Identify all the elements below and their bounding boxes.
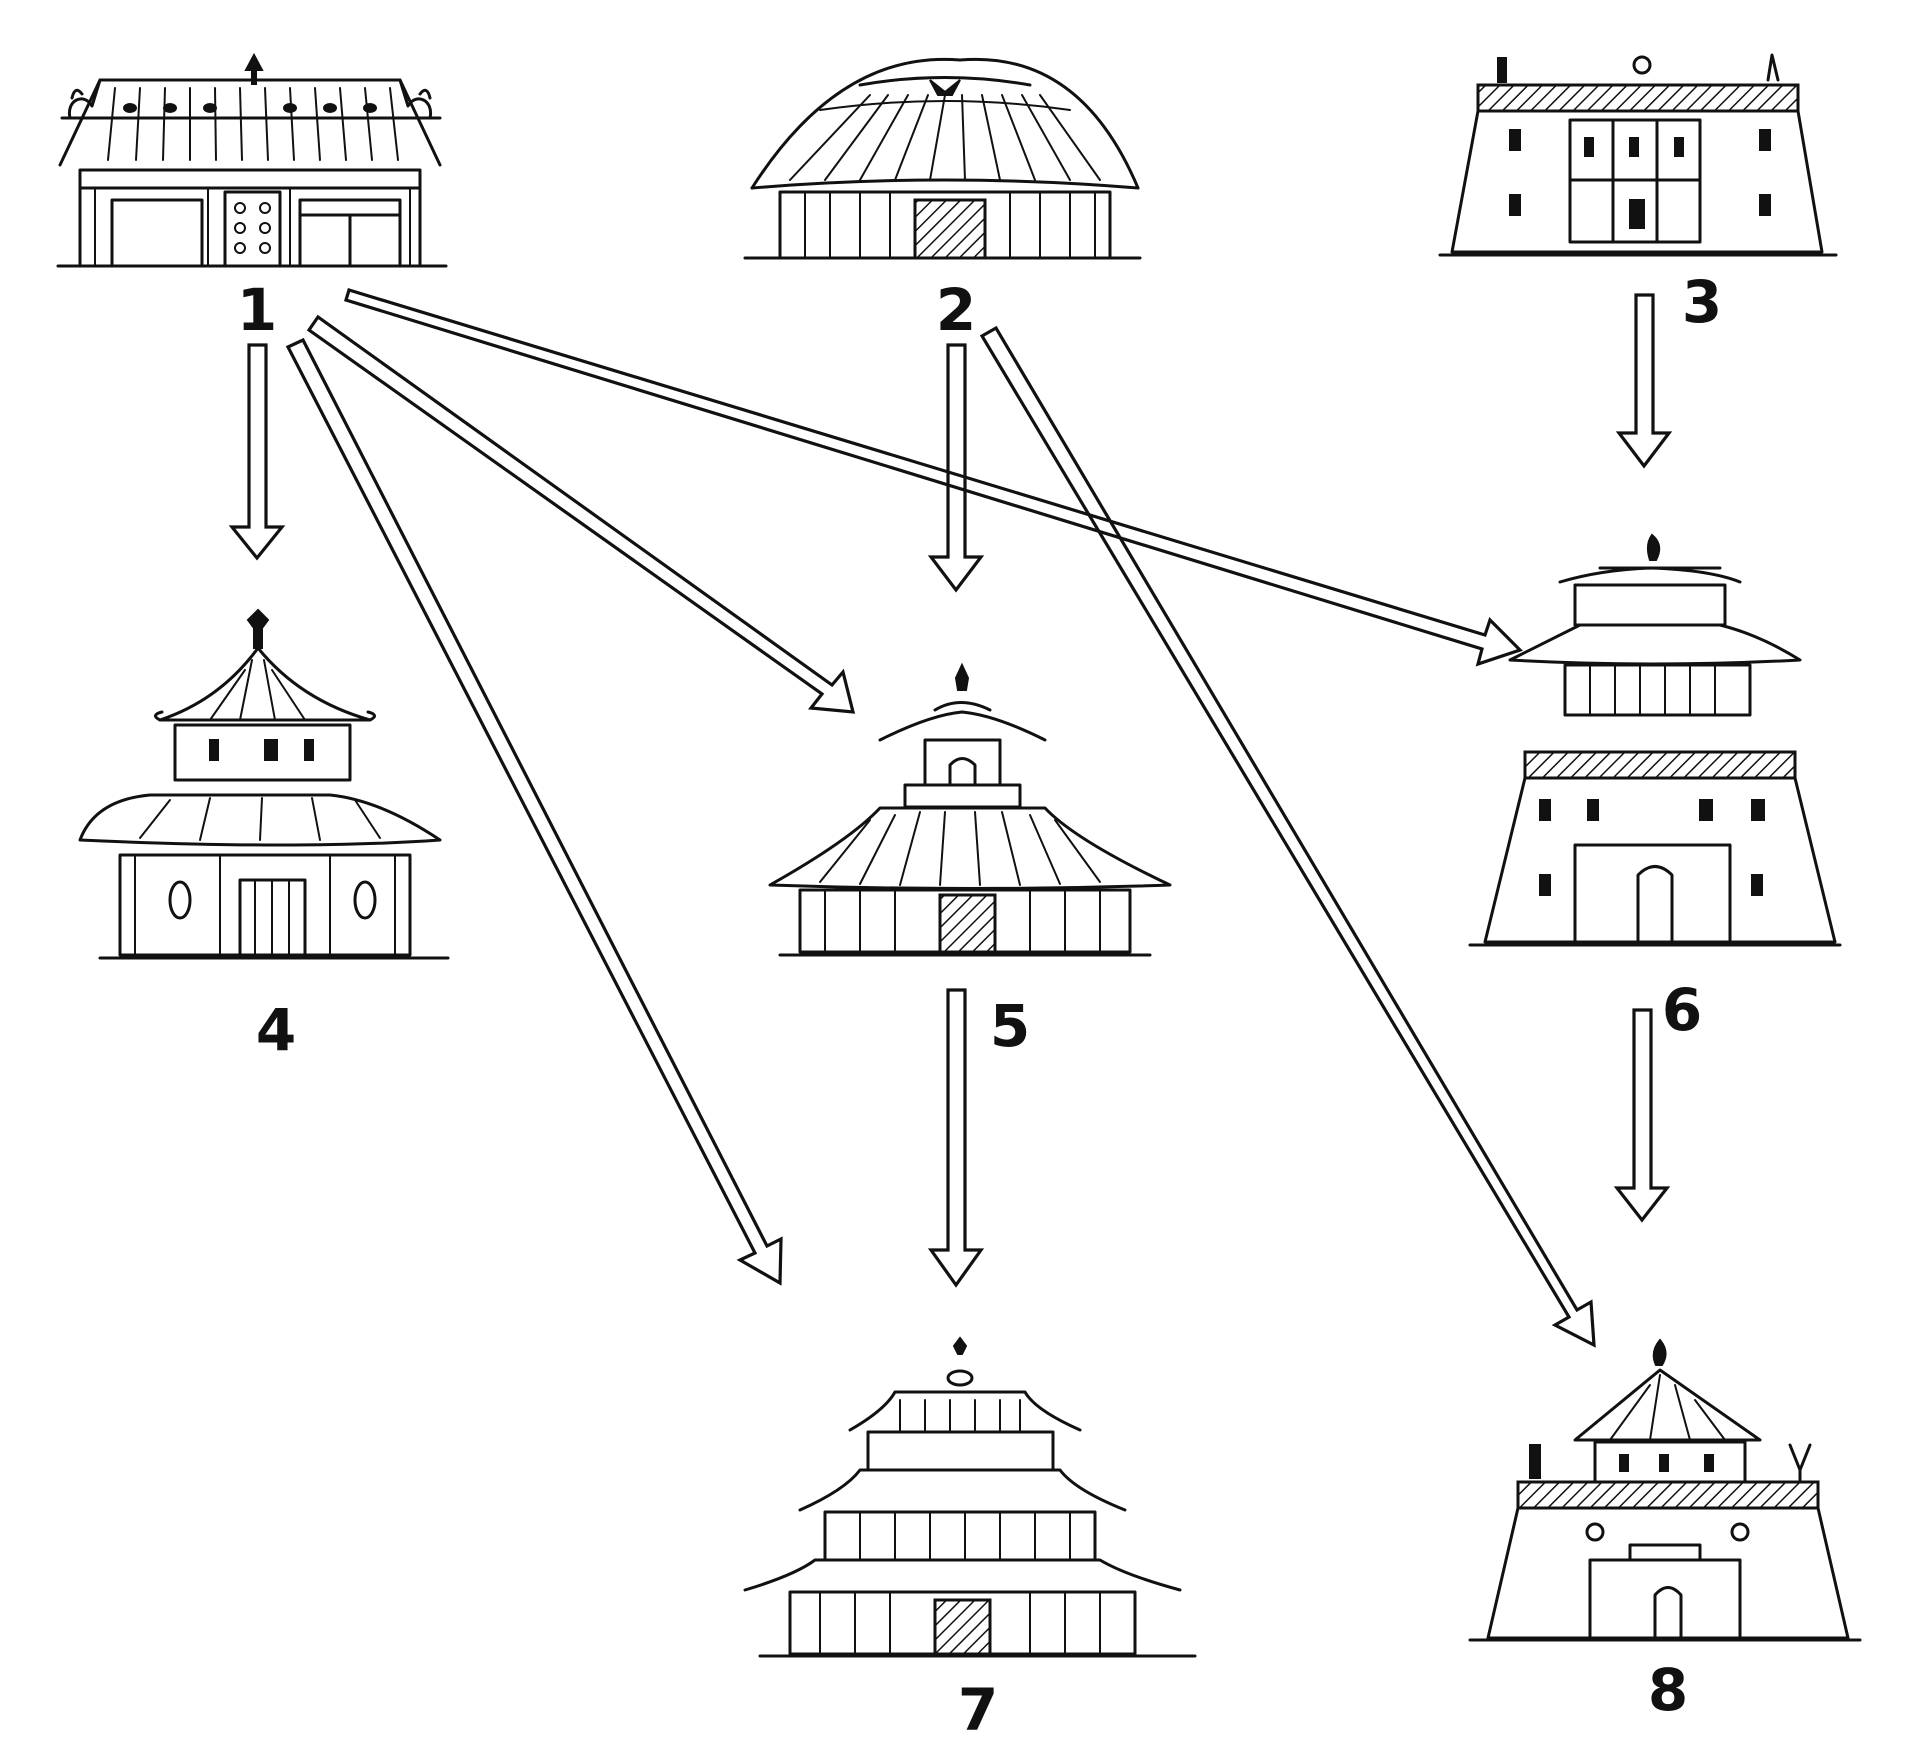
- arrow-1-to-5: [306, 314, 856, 714]
- building-4-pagoda-pavilion: [78, 608, 450, 960]
- node-labels: 1 2 3 4 5 6 7 8: [237, 268, 1722, 1744]
- building-8-tibetan-temple-roofed: [1468, 1338, 1862, 1642]
- arrow-2-to-5: [927, 343, 985, 593]
- label-8: 8: [1648, 1656, 1688, 1724]
- arrow-1-to-4: [228, 343, 286, 561]
- label-2: 2: [936, 276, 976, 344]
- label-4: 4: [256, 996, 296, 1064]
- label-7: 7: [958, 1676, 998, 1744]
- arrows-layer: [228, 288, 1673, 1348]
- arrow-1-to-6: [344, 288, 1523, 667]
- building-7-three-storey-pagoda: [743, 1336, 1197, 1658]
- label-1: 1: [237, 276, 277, 344]
- building-5-tiered-hall: [768, 662, 1172, 957]
- building-1-chinese-hall: [56, 52, 448, 268]
- arrow-2-to-8: [979, 325, 1596, 1348]
- label-5: 5: [990, 992, 1030, 1060]
- label-3: 3: [1682, 268, 1722, 336]
- arrow-1-to-7: [285, 337, 783, 1286]
- building-3-tibetan-block: [1438, 53, 1838, 257]
- building-2-round-hall: [743, 57, 1142, 260]
- arrow-5-to-7: [927, 988, 985, 1288]
- arrow-6-to-8: [1613, 1008, 1671, 1223]
- arrow-3-to-6: [1615, 293, 1673, 469]
- building-6-sino-tibetan-temple: [1468, 533, 1842, 947]
- label-6: 6: [1662, 976, 1702, 1044]
